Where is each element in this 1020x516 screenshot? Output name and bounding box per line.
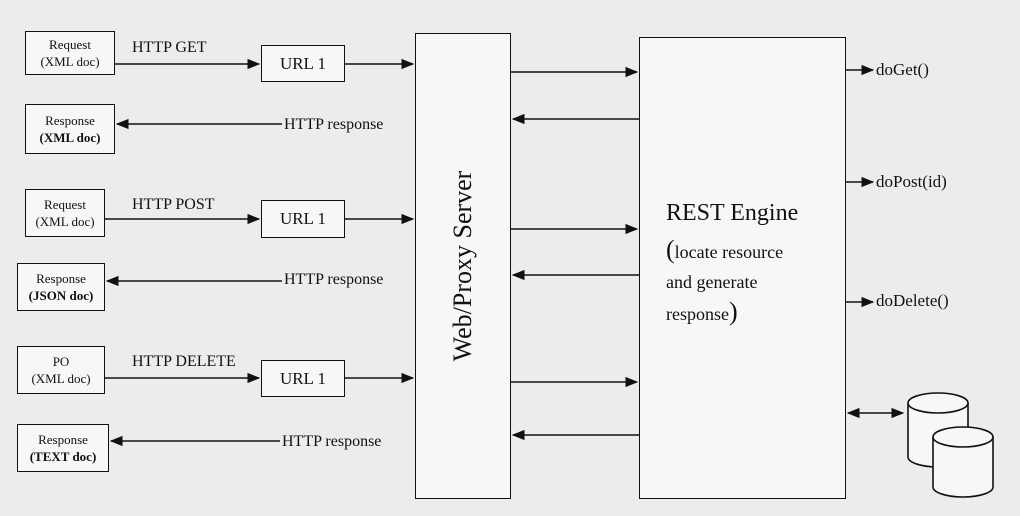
request-label: PO [52, 354, 70, 369]
rest-engine-box: REST Engine (locate resource and generat… [639, 37, 846, 499]
response-label: Response [45, 113, 95, 128]
response-label: Response [38, 432, 88, 447]
rest-engine-description: (locate resource and generate response) [666, 235, 783, 329]
method-dopost: doPost(id) [876, 172, 947, 191]
response-doc-type: (TEXT doc) [29, 449, 97, 464]
method-doget: doGet() [876, 60, 929, 79]
response-box-text: Response (TEXT doc) [17, 424, 109, 472]
open-paren: ( [666, 235, 675, 264]
method-label-get: HTTP GET [132, 39, 207, 56]
close-paren: ) [728, 297, 738, 326]
response-box-xml: Response (XML doc) [25, 104, 115, 154]
response-box-json: Response (JSON doc) [17, 263, 105, 311]
http-response-label-1: HTTP response [284, 116, 384, 133]
request-doc-type: (XML doc) [35, 214, 95, 229]
request-label: Request [49, 37, 91, 52]
method-label-delete: HTTP DELETE [132, 353, 236, 370]
engine-desc-line-3: response [666, 304, 729, 324]
database-cylinders-icon [907, 392, 994, 498]
response-doc-type: (XML doc) [39, 130, 101, 145]
method-dodelete: doDelete() [876, 291, 949, 310]
request-box-delete: PO (XML doc) [17, 346, 105, 394]
request-box-get: Request (XML doc) [25, 31, 115, 75]
http-response-label-2: HTTP response [284, 271, 384, 288]
url-label: URL 1 [279, 209, 327, 228]
http-response-label-3: HTTP response [282, 433, 382, 450]
web-proxy-server-box: Web/Proxy Server [415, 33, 511, 499]
request-doc-type: (XML doc) [40, 54, 100, 69]
request-box-post: Request (XML doc) [25, 189, 105, 237]
method-label-post: HTTP POST [132, 196, 215, 213]
response-doc-type: (JSON doc) [28, 288, 94, 303]
response-label: Response [36, 271, 86, 286]
url-box-post: URL 1 [261, 200, 345, 238]
url-label: URL 1 [279, 368, 327, 388]
url-box-get: URL 1 [261, 45, 345, 82]
url-label: URL 1 [279, 53, 327, 73]
engine-desc-line-2: and generate [666, 272, 758, 292]
url-box-delete: URL 1 [261, 360, 345, 397]
rest-engine-title: REST Engine [666, 200, 799, 226]
request-doc-type: (XML doc) [31, 371, 91, 386]
engine-desc-line-1: locate resource [674, 242, 784, 262]
request-label: Request [44, 197, 86, 212]
